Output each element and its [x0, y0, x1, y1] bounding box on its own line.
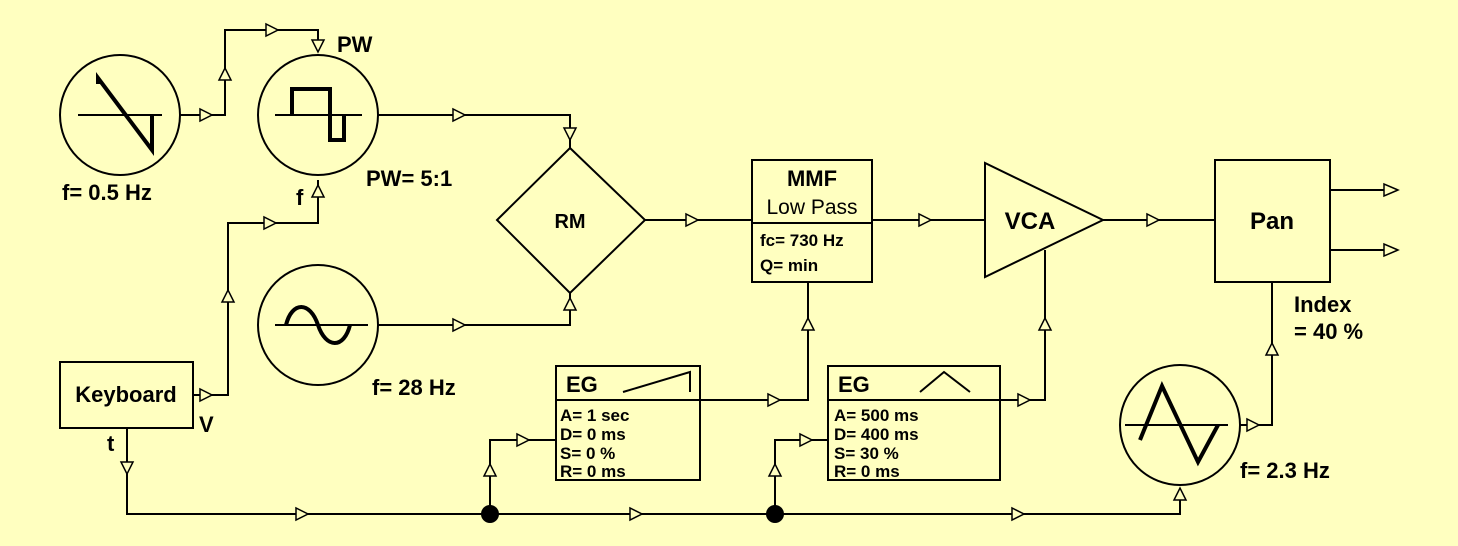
sawtooth-wave-icon	[78, 72, 162, 156]
keyboard-t-output-label: t	[107, 431, 115, 456]
keyboard-v-output-label: V	[199, 412, 214, 437]
vca-label: VCA	[1005, 208, 1056, 235]
pulse-oscillator: PW f PW= 5:1	[257, 32, 452, 210]
pan-module: Pan Index = 40 %	[1214, 159, 1363, 344]
pulse-width-label: PW= 5:1	[366, 166, 452, 191]
sine-frequency-label: f= 28 Hz	[372, 375, 456, 400]
lfo2-oscillator: f= 2.3 Hz	[1119, 364, 1330, 486]
pulse-wave-icon	[275, 87, 362, 142]
pan-label: Pan	[1250, 208, 1294, 235]
eg1-envelope-icon	[622, 370, 691, 393]
eg1-sustain: S= 0 %	[560, 444, 615, 463]
mmf-filter: MMF Low Pass fc= 730 Hz Q= min	[751, 159, 873, 283]
eg2-release: R= 0 ms	[834, 462, 900, 481]
vca-amplifier: VCA	[984, 161, 1106, 279]
eg2-title: EG	[838, 372, 870, 397]
envelope-generator-1: EG A= 1 sec D= 0 ms S= 0 % R= 0 ms	[555, 365, 701, 481]
lfo1-oscillator: f= 0.5 Hz	[59, 54, 181, 205]
lfo1-frequency-label: f= 0.5 Hz	[62, 180, 152, 205]
eg2-attack: A= 500 ms	[834, 406, 919, 425]
eg1-title: EG	[566, 372, 598, 397]
mmf-cutoff: fc= 730 Hz	[760, 231, 844, 250]
mmf-mode: Low Pass	[766, 196, 857, 219]
eg1-release: R= 0 ms	[560, 462, 626, 481]
envelope-generator-2: EG A= 500 ms D= 400 ms S= 30 % R= 0 ms	[827, 365, 1001, 481]
pan-index-label: Index	[1294, 292, 1352, 317]
eg1-decay: D= 0 ms	[560, 425, 626, 444]
eg1-attack: A= 1 sec	[560, 406, 629, 425]
sine-wave-icon	[275, 305, 368, 345]
eg2-envelope-icon	[919, 370, 971, 393]
signal-arrows	[119, 22, 1400, 522]
ring-modulator: RM	[495, 146, 647, 295]
triangle-wave-icon	[1125, 381, 1228, 467]
mmf-title: MMF	[787, 166, 837, 191]
sine-oscillator: f= 28 Hz	[257, 264, 456, 400]
f-input-label: f	[296, 185, 304, 210]
pan-index-value: = 40 %	[1294, 319, 1363, 344]
eg2-sustain: S= 30 %	[834, 444, 899, 463]
lfo2-frequency-label: f= 2.3 Hz	[1240, 458, 1330, 483]
keyboard-label: Keyboard	[75, 382, 176, 407]
ring-mod-label: RM	[554, 211, 585, 233]
keyboard-module: Keyboard V t	[59, 361, 214, 456]
eg2-decay: D= 400 ms	[834, 425, 919, 444]
pw-input-label: PW	[337, 32, 373, 57]
mmf-resonance: Q= min	[760, 256, 818, 275]
